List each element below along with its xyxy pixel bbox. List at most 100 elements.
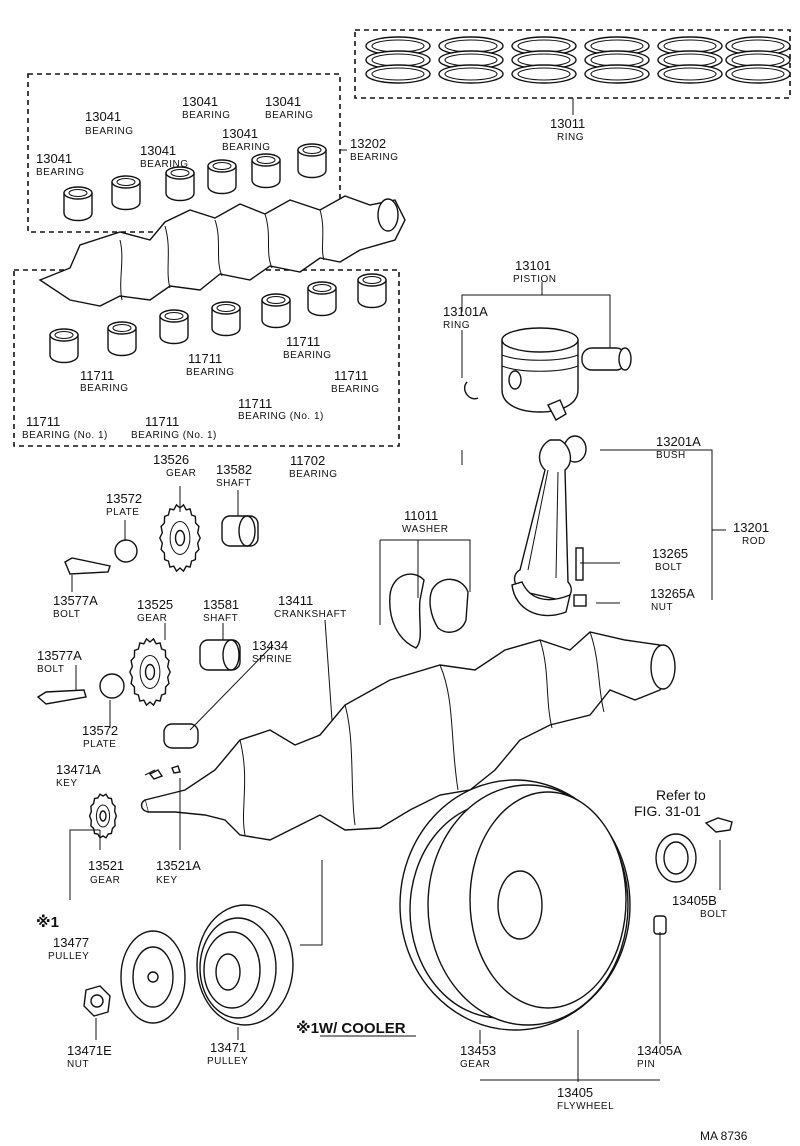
label-11711-d-name: BEARING	[331, 384, 380, 395]
upper-bearing-3	[165, 166, 195, 202]
label-13525-name: GEAR	[137, 613, 167, 624]
label-13405-num: 13405	[557, 1085, 593, 1100]
label-13453-num: 13453	[460, 1043, 496, 1058]
label-13521a-name: KEY	[156, 875, 178, 886]
label-13582-num: 13582	[216, 462, 252, 477]
label-11711-f-num: 11711	[26, 414, 60, 429]
label-11711-g-name: BEARING (No. 1)	[131, 430, 217, 441]
gear-13526-drawing	[159, 503, 201, 573]
piston-ring-sets	[365, 36, 791, 84]
lower-bearing-1	[49, 328, 79, 364]
label-11702-num: 11702	[290, 453, 325, 468]
label-13405b-name: BOLT	[700, 909, 727, 920]
label-13477-num: 13477	[53, 935, 89, 950]
label-13011-num: 13011	[550, 116, 585, 131]
upper-bearing-2	[111, 175, 141, 211]
lower-bearing-5	[261, 293, 291, 329]
label-11711-b-num: 11711	[188, 351, 222, 366]
label-13041-b-name: BEARING	[182, 110, 231, 121]
label-13582-name: SHAFT	[216, 478, 251, 489]
label-13201a-name: BUSH	[656, 450, 686, 461]
thrust-washers	[389, 573, 469, 649]
label-13526-num: 13526	[153, 452, 189, 467]
label-13577a-b-num: 13577A	[37, 648, 82, 663]
lower-bearing-shells	[49, 273, 387, 364]
label-13265-num: 13265	[652, 546, 688, 561]
label-11011-name: WASHER	[402, 524, 449, 535]
label-13101a-name: RING	[443, 320, 470, 331]
label-13265-name: BOLT	[655, 562, 682, 573]
label-13521-num: 13521	[88, 858, 124, 873]
label-13041-a-num: 13041	[85, 109, 121, 124]
label-13577a-a-num: 13577A	[53, 593, 98, 608]
label-13581-name: SHAFT	[203, 613, 238, 624]
label-13011-name: RING	[557, 132, 584, 143]
label-13471a-num: 13471A	[56, 762, 101, 777]
upper-bearing-5	[251, 153, 281, 189]
label-13202-name: BEARING	[350, 152, 399, 163]
label-13041-d-num: 13041	[140, 143, 176, 158]
labels: 13011 RING 13202 BEARING 13041 BEARING 1…	[22, 94, 769, 1143]
label-13265a-num: 13265A	[650, 586, 695, 601]
label-13041-b-num: 13041	[182, 94, 218, 109]
gear-assembly-lower	[36, 637, 241, 749]
ring-set-5	[657, 36, 723, 84]
gear-13525-drawing	[129, 637, 171, 707]
label-13471-name: PULLEY	[207, 1056, 248, 1067]
gear-assembly-upper	[64, 503, 259, 575]
label-13041-f-name: BEARING	[36, 167, 85, 178]
label-13572-a-num: 13572	[106, 491, 142, 506]
label-13101-name: PISTION	[513, 274, 557, 285]
label-13041-c-num: 13041	[265, 94, 301, 109]
label-13572-b-num: 13572	[82, 723, 118, 738]
label-13411-name: CRANKSHAFT	[274, 609, 347, 620]
refer-line1: Refer to	[656, 787, 706, 803]
flywheel-and-ring-gear	[399, 779, 733, 1031]
label-13577a-a-name: BOLT	[53, 609, 80, 620]
label-13101-num: 13101	[515, 258, 551, 273]
label-13405-name: FLYWHEEL	[557, 1101, 614, 1112]
ring-set-2	[438, 36, 504, 84]
lower-bearing-3	[159, 309, 189, 345]
label-11711-g-num: 11711	[145, 414, 179, 429]
label-13434-name: SPRINE	[252, 654, 292, 665]
upper-bearing-6	[297, 143, 327, 179]
label-13453-name: GEAR	[460, 1059, 490, 1070]
label-11711-a-name: BEARING	[80, 383, 129, 394]
label-13201-name: ROD	[742, 536, 766, 547]
label-13041-a-name: BEARING	[85, 126, 134, 137]
label-13572-a-name: PLATE	[106, 507, 139, 518]
leader-lines	[69, 98, 726, 1082]
label-13577a-b-name: BOLT	[37, 664, 64, 675]
upper-bearing-1	[63, 186, 93, 222]
label-13477-name: PULLEY	[48, 951, 89, 962]
crankshaft-upper-outline	[38, 195, 406, 307]
figure-id: MA 8736	[700, 1129, 748, 1143]
label-13521-name: GEAR	[90, 875, 120, 886]
label-13202-num: 13202	[350, 136, 386, 151]
lower-bearing-6	[307, 281, 337, 317]
label-13041-f-num: 13041	[36, 151, 72, 166]
ring-set-4	[584, 36, 650, 84]
label-13405a-num: 13405A	[637, 1043, 682, 1058]
label-13471a-name: KEY	[56, 778, 78, 789]
label-13471-num: 13471	[210, 1040, 246, 1055]
label-13041-c-name: BEARING	[265, 110, 314, 121]
front-small-parts	[88, 765, 181, 839]
piston	[463, 327, 632, 421]
label-13471e-num: 13471E	[67, 1043, 112, 1058]
label-11011-num: 11011	[404, 508, 438, 523]
label-13041-e-num: 13041	[222, 126, 258, 141]
lower-bearing-4	[211, 301, 241, 337]
label-11711-d-num: 11711	[334, 368, 368, 383]
upper-bearing-shells	[63, 143, 327, 222]
refer-line2: FIG. 31-01	[634, 803, 701, 819]
label-13041-d-name: BEARING	[140, 159, 189, 170]
lower-bearing-7	[357, 273, 387, 309]
label-13101a-num: 13101A	[443, 304, 488, 319]
label-13471e-name: NUT	[67, 1059, 89, 1070]
label-13572-b-name: PLATE	[83, 739, 116, 750]
ring-set-6	[725, 36, 791, 84]
